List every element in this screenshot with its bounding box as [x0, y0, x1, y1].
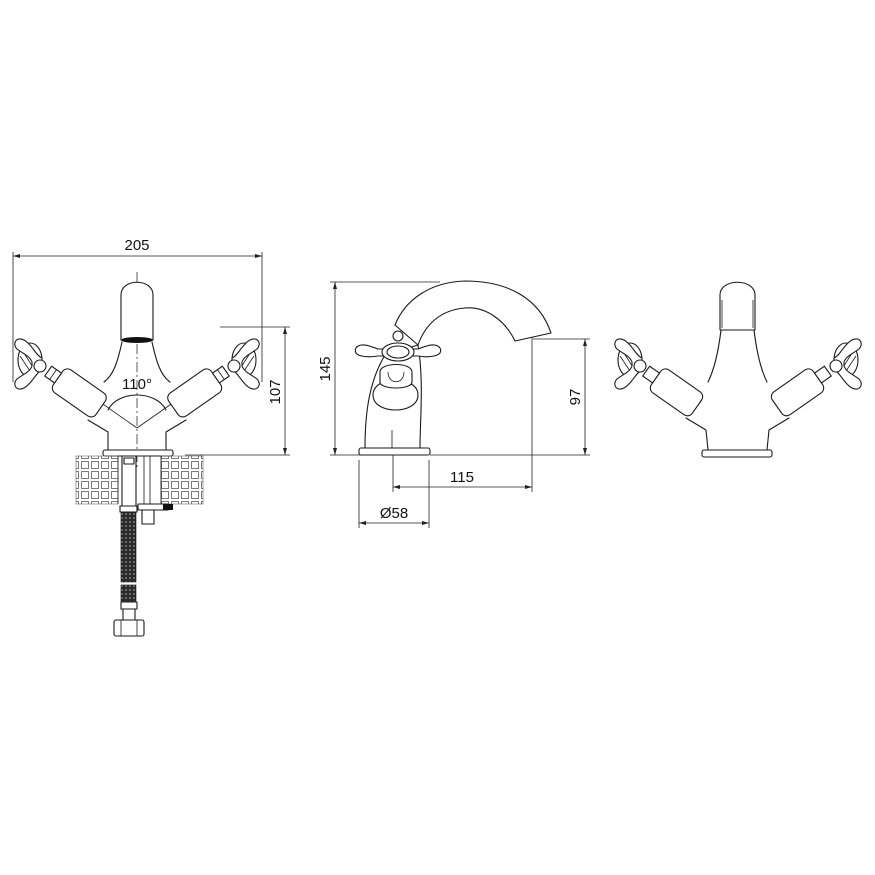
- dimension-overall-height: 145: [317, 281, 440, 456]
- tap-body: [87, 281, 187, 457]
- front-left-cross-handle: [614, 338, 647, 390]
- dimension-spout-reach: 115: [392, 332, 533, 492]
- side-base: [358, 447, 431, 456]
- front-right-cross-handle: [829, 338, 862, 390]
- side-body: [364, 344, 422, 449]
- dim-label-spout-reach: 115: [450, 469, 474, 486]
- dim-label-base-diameter: Ø58: [380, 505, 408, 522]
- dim-label-handle-height: 107: [267, 379, 284, 404]
- right-cross-handle: [227, 338, 260, 390]
- front-spout-head: [719, 281, 756, 331]
- left-cross-handle: [14, 338, 47, 390]
- supply-fittings: [119, 455, 173, 525]
- side-cross-handle: [354, 330, 442, 362]
- side-view: 145 97 115 Ø58: [317, 280, 590, 528]
- braided-hose: [113, 511, 145, 637]
- front-installed-view: 205 107: [12, 237, 290, 637]
- dimension-overall-width: 205: [12, 237, 263, 382]
- left-valve: [44, 365, 107, 418]
- countertop-section: [75, 455, 204, 505]
- dim-label-overall-height: 145: [317, 356, 334, 381]
- angle-label: 110°: [122, 376, 152, 393]
- dimension-spout-height: 97: [430, 338, 590, 456]
- dimension-base-diameter: Ø58: [358, 460, 430, 528]
- front-base: [701, 449, 773, 458]
- dim-label-overall-width: 205: [124, 237, 149, 254]
- spout: [394, 280, 552, 346]
- right-valve: [167, 365, 230, 418]
- dim-label-spout-height: 97: [567, 389, 584, 406]
- front-view: [614, 281, 862, 458]
- dimension-handle-height: 107: [185, 326, 290, 456]
